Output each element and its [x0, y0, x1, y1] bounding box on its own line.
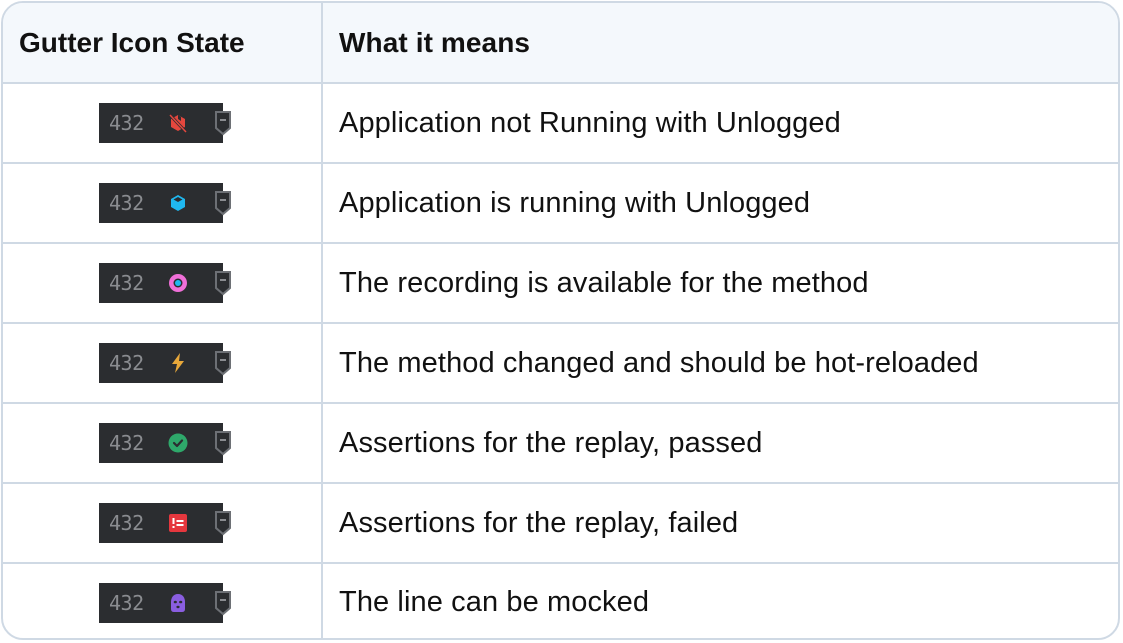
table-row: 432 Application is running with Unlogged: [3, 164, 1118, 244]
gutter-preview: 432: [99, 423, 231, 463]
table-row: 432 Assertions for the replay, passed: [3, 404, 1118, 484]
gutter-preview: 432: [99, 103, 231, 143]
assertion-passed-icon: [168, 433, 188, 453]
gutter-cell: 432: [3, 84, 323, 162]
gutter-preview: 432: [99, 503, 231, 543]
gutter-cell: 432: [3, 404, 323, 482]
meaning-text: Assertions for the replay, passed: [339, 426, 763, 459]
gutter-preview: 432: [99, 263, 231, 303]
bookmark-icon: [215, 351, 231, 376]
gutter-cell: 432: [3, 564, 323, 638]
bookmark-icon: [215, 191, 231, 216]
line-number: 432: [109, 351, 144, 375]
meaning-text: The line can be mocked: [339, 586, 650, 618]
gutter-preview: 432: [99, 343, 231, 383]
table-row: 432 The recording is available for the m…: [3, 244, 1118, 324]
gutter-preview: 432: [99, 582, 231, 623]
table-header-row: Gutter Icon State What it means: [3, 3, 1118, 84]
mock-mask-icon: [171, 593, 185, 612]
bookmark-icon: [215, 431, 231, 456]
gutter-cell: 432: [3, 244, 323, 322]
line-number: 432: [109, 111, 144, 135]
header-cell-what-it-means: What it means: [323, 3, 1118, 82]
column-header-what-it-means: What it means: [339, 26, 531, 58]
line-number: 432: [109, 590, 144, 615]
table-row: 432 The method changed and should be hot…: [3, 324, 1118, 404]
table-row: 432 Assertions for the replay, failed: [3, 484, 1118, 564]
bookmark-icon: [215, 590, 231, 615]
app-running-cube-icon: [171, 195, 185, 211]
line-number: 432: [109, 191, 144, 215]
table-row: 432 Application not Running with Unlogge…: [3, 84, 1118, 164]
line-number: 432: [109, 431, 144, 455]
meaning-text: Application not Running with Unlogged: [339, 106, 841, 139]
meaning-text: Application is running with Unlogged: [339, 186, 811, 219]
assertion-failed-icon: [169, 514, 187, 532]
header-cell-gutter-icon-state: Gutter Icon State: [3, 3, 323, 82]
line-number: 432: [109, 271, 144, 295]
meaning-text: The method changed and should be hot-rel…: [339, 346, 979, 379]
bookmark-icon: [215, 271, 231, 296]
gutter-preview: 432: [99, 183, 231, 223]
meaning-text: Assertions for the replay, failed: [339, 506, 739, 539]
column-header-gutter-icon-state: Gutter Icon State: [19, 26, 245, 58]
meaning-text: The recording is available for the metho…: [339, 266, 869, 299]
bookmark-icon: [215, 111, 231, 136]
table-row: 432 The line can be mocked: [3, 564, 1118, 638]
recording-available-icon: [169, 274, 187, 292]
gutter-cell: 432: [3, 484, 323, 562]
gutter-cell: 432: [3, 324, 323, 402]
line-number: 432: [109, 511, 144, 535]
bookmark-icon: [215, 511, 231, 536]
hot-reload-bolt-icon: [172, 353, 184, 373]
app-not-running-icon: [168, 113, 188, 134]
gutter-cell: 432: [3, 164, 323, 242]
